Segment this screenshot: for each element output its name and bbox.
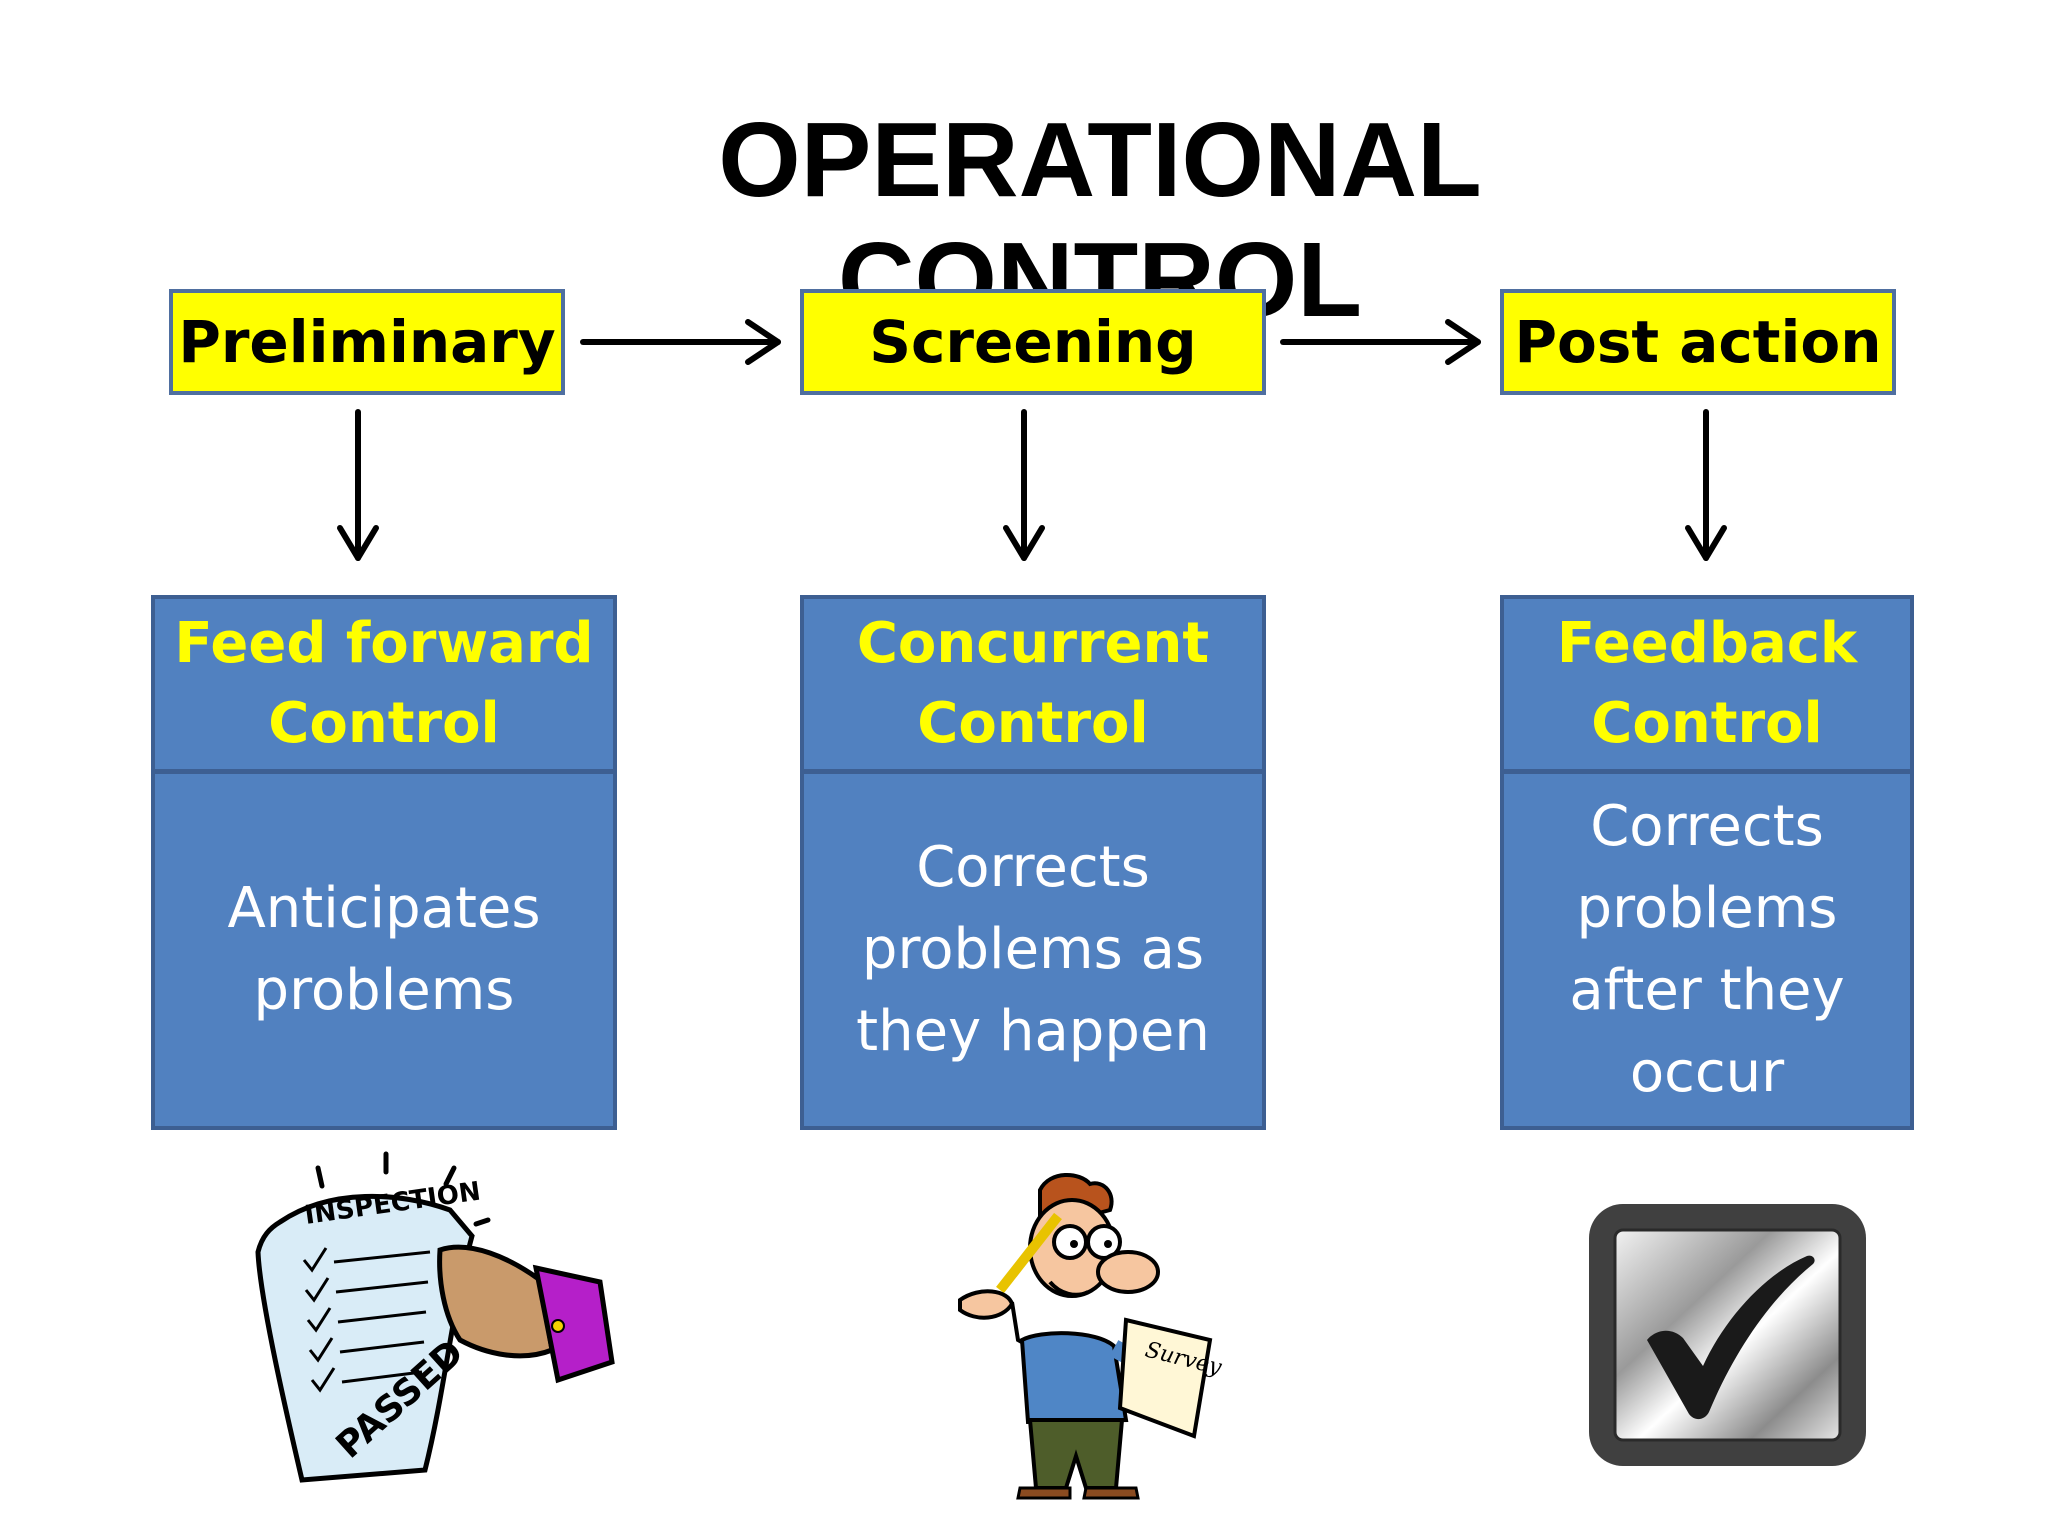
slide-title: OPERATIONAL CONTROL xyxy=(718,101,1482,339)
checkbox-illustration xyxy=(1589,1204,1866,1466)
checkmark-icon xyxy=(1647,1255,1815,1420)
control-feed-forward: Feed forward Control Anticipates problem… xyxy=(151,595,617,1130)
control-heading: Feed forward Control xyxy=(155,599,613,774)
stage-post-action: Post action xyxy=(1500,289,1896,395)
inspection-sheet-illustration: INSPECTION PASSED xyxy=(255,1151,615,1483)
stage-screening: Screening xyxy=(800,289,1266,395)
control-feedback: Feedback Control Corrects problems after… xyxy=(1500,595,1914,1130)
stage-label: Post action xyxy=(1514,308,1882,376)
control-description: Corrects problems as they happen xyxy=(856,835,1210,1064)
stage-preliminary: Preliminary xyxy=(169,289,565,395)
thinking-man-illustration: Survey xyxy=(958,1172,1224,1500)
control-heading: Concurrent Control xyxy=(804,599,1262,774)
control-description: Corrects problems after they occur xyxy=(1569,794,1845,1105)
control-heading: Feedback Control xyxy=(1504,599,1910,774)
stage-label: Screening xyxy=(869,308,1197,376)
control-description: Anticipates problems xyxy=(227,876,541,1023)
stage-label: Preliminary xyxy=(178,308,556,376)
control-concurrent: Concurrent Control Corrects problems as … xyxy=(800,595,1266,1130)
